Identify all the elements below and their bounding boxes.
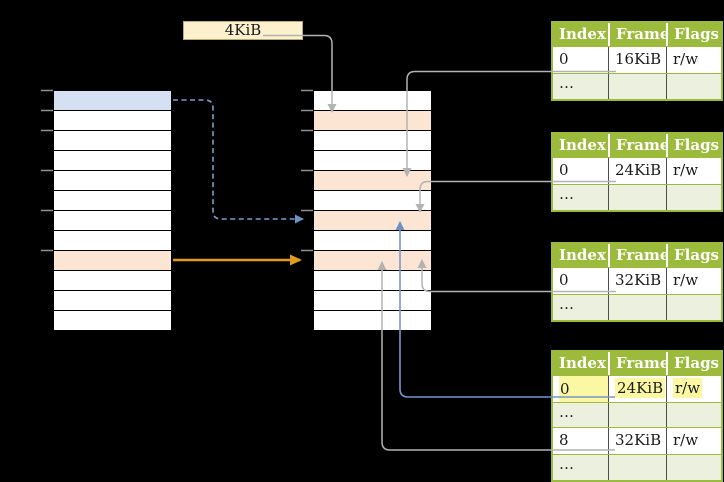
highlighted-value: 24KiB xyxy=(615,378,666,398)
entry-cell: 0 xyxy=(553,376,608,402)
physical-memory-row xyxy=(314,91,431,111)
virtual-memory-row xyxy=(54,131,171,151)
entry-cell: 32KiB xyxy=(608,428,666,454)
entry-cell: 32KiB xyxy=(608,268,666,294)
virtual-memory-row xyxy=(54,111,171,131)
physical-memory-row xyxy=(314,311,431,330)
entry-cell: r/w xyxy=(666,158,721,184)
physical-memory-row xyxy=(314,151,431,171)
physical-memory-table xyxy=(313,90,432,331)
entry-cell xyxy=(608,185,666,210)
entry-cell: 0 xyxy=(559,161,569,179)
virtual-memory-row xyxy=(54,231,171,251)
ellipsis-row: … xyxy=(553,455,721,480)
physical-memory-row xyxy=(314,111,431,131)
column-header-index: Index xyxy=(553,244,608,267)
physical-memory-row xyxy=(314,271,431,291)
column-header-flags: Flags xyxy=(666,352,721,375)
physical-memory-row xyxy=(314,251,431,271)
entry-cell: … xyxy=(559,295,574,313)
ellipsis-row: … xyxy=(553,295,721,320)
entry-cell: 0 xyxy=(559,271,569,289)
physical-memory-row xyxy=(314,131,431,151)
entry-cell xyxy=(666,295,721,320)
entry-cell: r/w xyxy=(666,47,721,73)
highlighted-value: r/w xyxy=(673,378,703,398)
column-header-flags: Flags xyxy=(666,244,721,267)
highlighted-value: 0 xyxy=(559,376,608,402)
entry-cell xyxy=(666,403,721,427)
page-size-text: 4KiB xyxy=(224,21,262,39)
page-size-label: 4KiB xyxy=(183,21,303,40)
entry-cell xyxy=(608,295,666,320)
entry-cell: … xyxy=(559,403,574,421)
column-header-index: Index xyxy=(553,352,608,375)
virtual-memory-row xyxy=(54,191,171,211)
entry-cell: … xyxy=(559,185,574,203)
virtual-memory-table xyxy=(53,90,172,331)
entry-cell xyxy=(666,455,721,480)
entry-cell xyxy=(666,185,721,210)
entry-cell xyxy=(608,455,666,480)
virtual-memory-row xyxy=(54,171,171,191)
ellipsis-row: … xyxy=(553,403,721,428)
virtual-memory-row xyxy=(54,311,171,330)
virtual-memory-row xyxy=(54,211,171,231)
column-header-frame: Frame xyxy=(608,23,666,46)
entry-cell xyxy=(608,403,666,427)
entry-cell: 24KiB xyxy=(608,376,666,402)
column-header-frame: Frame xyxy=(608,244,666,267)
physical-memory-row xyxy=(314,191,431,211)
column-header-frame: Frame xyxy=(608,134,666,157)
physical-memory-row xyxy=(314,211,431,231)
column-header-flags: Flags xyxy=(666,23,721,46)
column-header-flags: Flags xyxy=(666,134,721,157)
virtual-memory-row xyxy=(54,151,171,171)
entry-cell: 0 xyxy=(559,50,569,68)
column-header-index: Index xyxy=(553,134,608,157)
column-header-frame: Frame xyxy=(608,352,666,375)
entry-cell: … xyxy=(559,455,574,473)
physical-memory-row xyxy=(314,171,431,191)
virtual-memory-row xyxy=(54,251,171,271)
entry-cell: r/w xyxy=(666,428,721,454)
entry-cell: 24KiB xyxy=(608,158,666,184)
column-header-index: Index xyxy=(553,23,608,46)
page-table-entry-row: 0 24KiB r/w xyxy=(553,376,721,403)
ellipsis-row: … xyxy=(553,185,721,210)
ellipsis-row: … xyxy=(553,74,721,99)
virtual-memory-row xyxy=(54,271,171,291)
entry-cell xyxy=(666,74,721,99)
physical-memory-row xyxy=(314,291,431,311)
entry-cell: r/w xyxy=(666,268,721,294)
entry-cell: r/w xyxy=(666,376,721,402)
virtual-memory-row xyxy=(54,91,171,111)
virtual-memory-row xyxy=(54,291,171,311)
physical-memory-row xyxy=(314,231,431,251)
entry-cell xyxy=(608,74,666,99)
entry-cell: 16KiB xyxy=(608,47,666,73)
entry-cell: … xyxy=(559,74,574,92)
entry-cell: 8 xyxy=(559,431,569,449)
connector-virtual-blue-row-dashed xyxy=(173,99,304,224)
